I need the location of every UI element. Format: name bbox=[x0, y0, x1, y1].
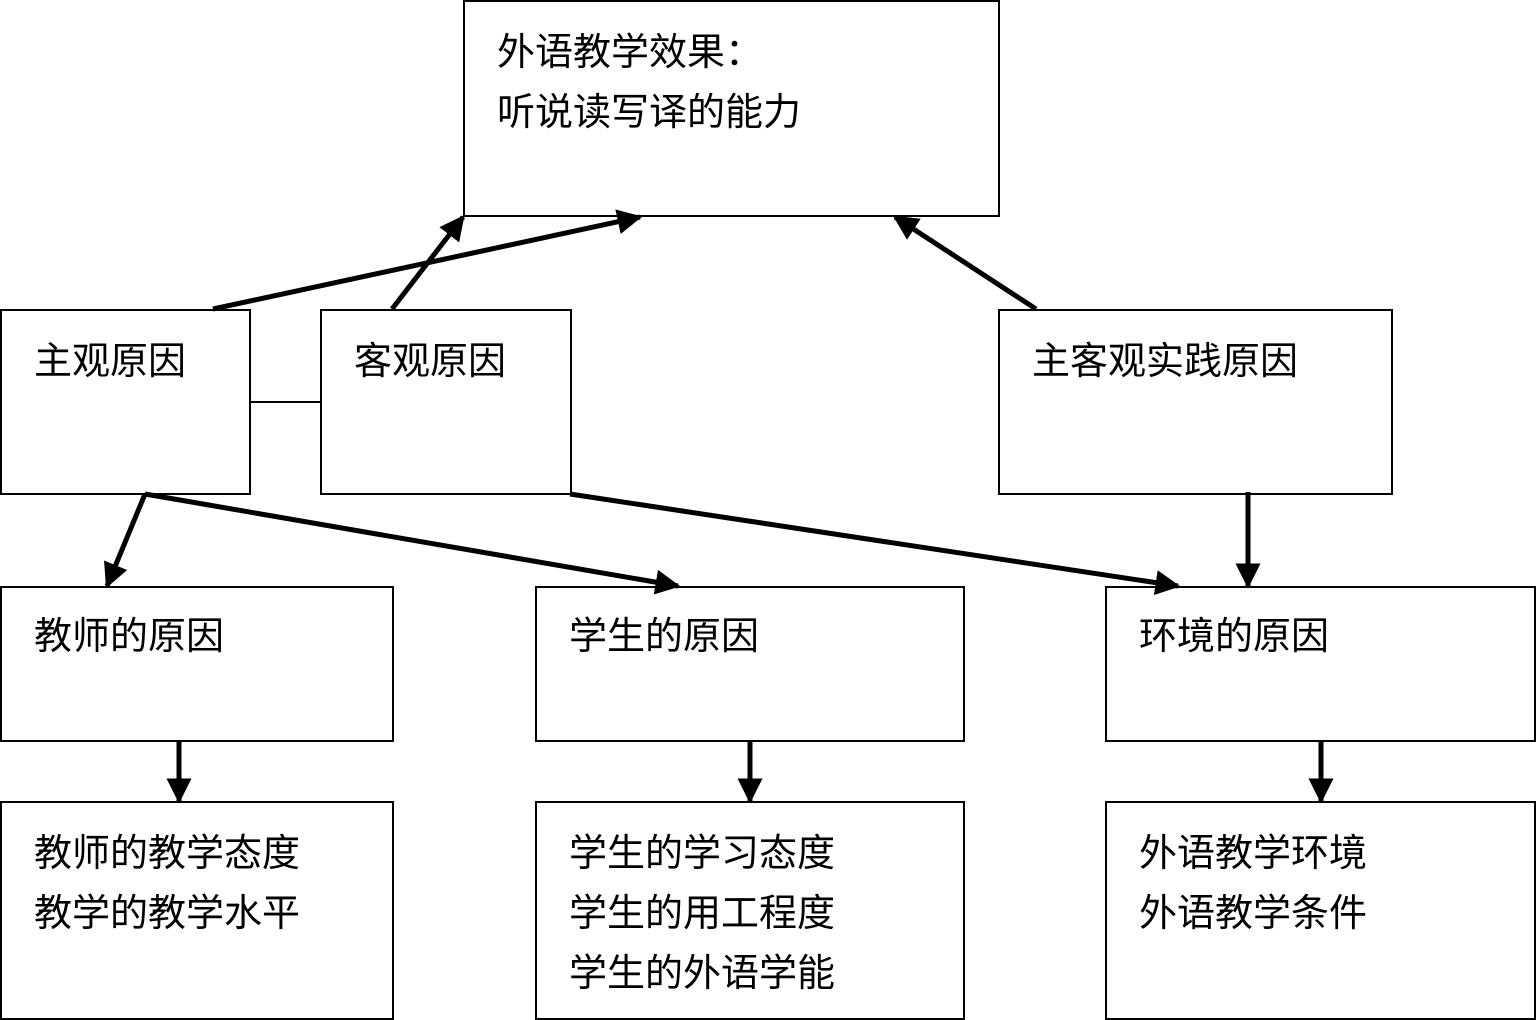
arrow-practice-to-result bbox=[892, 214, 1038, 312]
environment-detail-conditions: 外语教学条件 bbox=[1139, 891, 1368, 935]
result-box: 外语教学效果： 听说读写译的能力 bbox=[463, 0, 1000, 217]
teacher-detail-attitude: 教师的教学态度 bbox=[34, 831, 301, 875]
arrow-objective-to-environment bbox=[569, 491, 1181, 595]
student-factor-label: 学生的原因 bbox=[569, 614, 760, 658]
subjective-cause-box: 主观原因 bbox=[0, 309, 251, 495]
teacher-detail-box: 教师的教学态度 教学的教学水平 bbox=[0, 801, 394, 1020]
practice-cause-box: 主客观实践原因 bbox=[998, 309, 1393, 495]
arrow-objective-to-result bbox=[390, 215, 465, 311]
environment-factor-box: 环境的原因 bbox=[1105, 586, 1536, 742]
practice-cause-label: 主客观实践原因 bbox=[1032, 339, 1299, 383]
student-detail-attitude: 学生的学习态度 bbox=[569, 831, 836, 875]
student-detail-effort: 学生的用工程度 bbox=[569, 891, 836, 935]
student-detail-box: 学生的学习态度 学生的用工程度 学生的外语学能 bbox=[535, 801, 965, 1020]
arrow-subjective-to-student bbox=[144, 491, 681, 595]
student-factor-box: 学生的原因 bbox=[535, 586, 965, 742]
objective-cause-box: 客观原因 bbox=[320, 309, 572, 495]
teacher-factor-label: 教师的原因 bbox=[34, 614, 225, 658]
environment-detail-setting: 外语教学环境 bbox=[1139, 831, 1368, 875]
environment-detail-box: 外语教学环境 外语教学条件 bbox=[1105, 801, 1536, 1020]
subjective-cause-label: 主观原因 bbox=[34, 339, 187, 383]
student-detail-aptitude: 学生的外语学能 bbox=[569, 951, 836, 995]
environment-factor-label: 环境的原因 bbox=[1139, 614, 1330, 658]
result-subtitle: 听说读写译的能力 bbox=[497, 90, 802, 134]
teacher-detail-level: 教学的教学水平 bbox=[34, 891, 301, 935]
teacher-factor-box: 教师的原因 bbox=[0, 586, 394, 742]
objective-cause-label: 客观原因 bbox=[354, 339, 507, 383]
result-title: 外语教学效果： bbox=[497, 30, 764, 74]
arrow-subjective-to-teacher bbox=[104, 493, 148, 589]
